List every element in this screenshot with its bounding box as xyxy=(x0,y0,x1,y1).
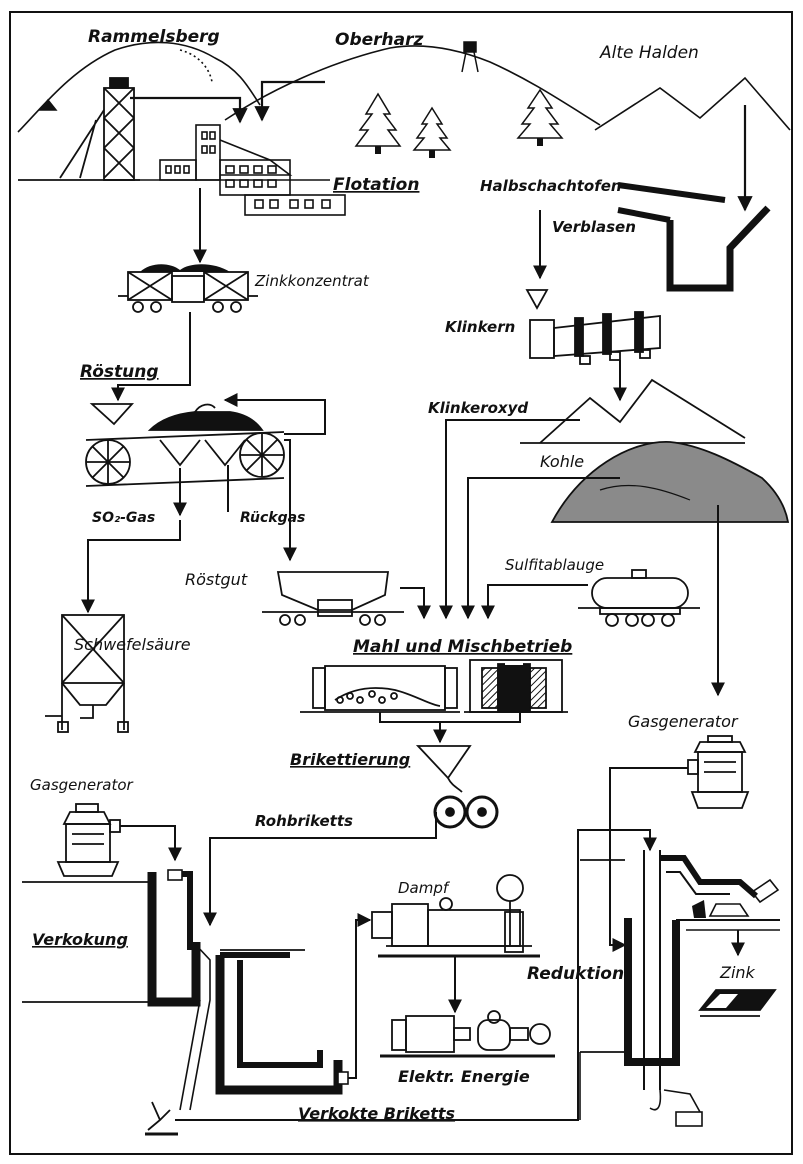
label-roestgut: Röstgut xyxy=(185,570,248,589)
flow-arrow-rohbriketts xyxy=(203,812,437,927)
gas-generator-icon xyxy=(56,803,121,877)
fir-tree-icon xyxy=(354,92,402,154)
briquette-press-icon xyxy=(415,745,499,829)
hut-icon xyxy=(38,98,58,111)
label-klinkern: Klinkern xyxy=(445,318,515,336)
flow-arrow-coke-to-reduction xyxy=(175,829,657,1121)
flow-arrow-roestgut-to-mill xyxy=(400,587,431,620)
fir-tree-icon xyxy=(412,106,452,158)
label-so2-gas: SO₂-Gas xyxy=(92,510,155,526)
label-zink: Zink xyxy=(719,963,756,982)
label-sulfitablauge: Sulfitablauge xyxy=(505,556,604,574)
ball-mill-icon xyxy=(300,665,460,713)
steam-engine-icon xyxy=(371,874,540,958)
label-oberharz: Oberharz xyxy=(335,30,423,50)
tank-wagon-icon xyxy=(578,569,700,627)
crane-hook-icon xyxy=(145,1101,178,1136)
label-flotation: Flotation xyxy=(333,175,419,195)
flow-arrow-roestgut xyxy=(283,439,297,562)
shaft-furnace-icon xyxy=(617,105,771,292)
flow-arrow-mine-to-flotation xyxy=(130,96,248,124)
label-brikettierung: Brikettierung xyxy=(290,750,410,769)
label-mahl-und-mischbetrieb: Mahl und Mischbetrieb xyxy=(353,637,572,657)
oxide-heap-icon xyxy=(520,378,746,444)
reduction-furnace-icon xyxy=(580,850,780,1127)
flotation-plant-icon xyxy=(130,124,346,216)
label-verblasen: Verblasen xyxy=(552,218,636,236)
mine-headframe-icon xyxy=(461,41,479,73)
flow-arrow-oberharz-to-flotation xyxy=(254,80,325,122)
rotary-kiln-icon xyxy=(525,289,661,365)
label-dampf: Dampf xyxy=(398,879,451,897)
flow-arrow-oxide-to-mill xyxy=(439,419,580,620)
flow-arrow-gas-to-coking xyxy=(120,825,182,862)
label-rammelsberg: Rammelsberg xyxy=(88,27,220,47)
zinc-ingot-icon xyxy=(698,989,777,1017)
gas-generator-icon xyxy=(687,735,750,809)
flow-arrow-sulfite-to-mill xyxy=(481,584,588,620)
fir-tree-icon xyxy=(516,88,564,146)
label-elektr-energie: Elektr. Energie xyxy=(398,1067,530,1086)
flow-arrow-concentrate-to-roasting xyxy=(111,312,191,402)
flow-arrow-gas-to-reduction xyxy=(609,767,688,952)
label-verkokte-briketts: Verkokte Briketts xyxy=(298,1104,455,1123)
flow-arrow-rueckgas-return xyxy=(225,400,326,512)
label-kohle: Kohle xyxy=(540,452,584,471)
flow-arrow-mill-to-brikettierung xyxy=(379,712,521,742)
mine-headframe-icon xyxy=(18,77,140,181)
coal-heap-icon xyxy=(550,441,790,523)
rail-car-icon xyxy=(118,264,258,313)
mixer-icon xyxy=(464,659,568,713)
label-klinkeroxyd: Klinkeroxyd xyxy=(428,399,528,417)
rail-car-icon xyxy=(262,571,404,626)
label-gasgenerator-right: Gasgenerator xyxy=(628,712,739,731)
label-roestung: Röstung xyxy=(80,362,159,382)
label-rueckgas: Rückgas xyxy=(240,510,305,526)
label-reduktion: Reduktion xyxy=(527,964,624,984)
flow-arrow-so2-to-acid xyxy=(81,520,181,614)
flow-arrow-coal-to-mill xyxy=(461,477,620,620)
label-zinkkonzentrat: Zinkkonzentrat xyxy=(254,272,370,290)
label-schwefelsaeure: Schwefelsäure xyxy=(74,635,191,654)
label-halbschachtofen: Halbschachtofen xyxy=(480,177,622,195)
flow-arrow-steam-to-engine xyxy=(348,913,372,1079)
label-verkokung: Verkokung xyxy=(32,930,128,949)
coking-furnace-icon xyxy=(22,869,349,1111)
roasting-belt-icon xyxy=(85,403,285,487)
label-rohbriketts: Rohbriketts xyxy=(255,812,353,830)
label-alte-halden: Alte Halden xyxy=(599,43,699,63)
diagram-frame xyxy=(9,11,793,1155)
label-gasgenerator-left: Gasgenerator xyxy=(30,776,134,794)
generator-icon xyxy=(380,1010,555,1058)
acid-plant-icon xyxy=(45,614,129,733)
